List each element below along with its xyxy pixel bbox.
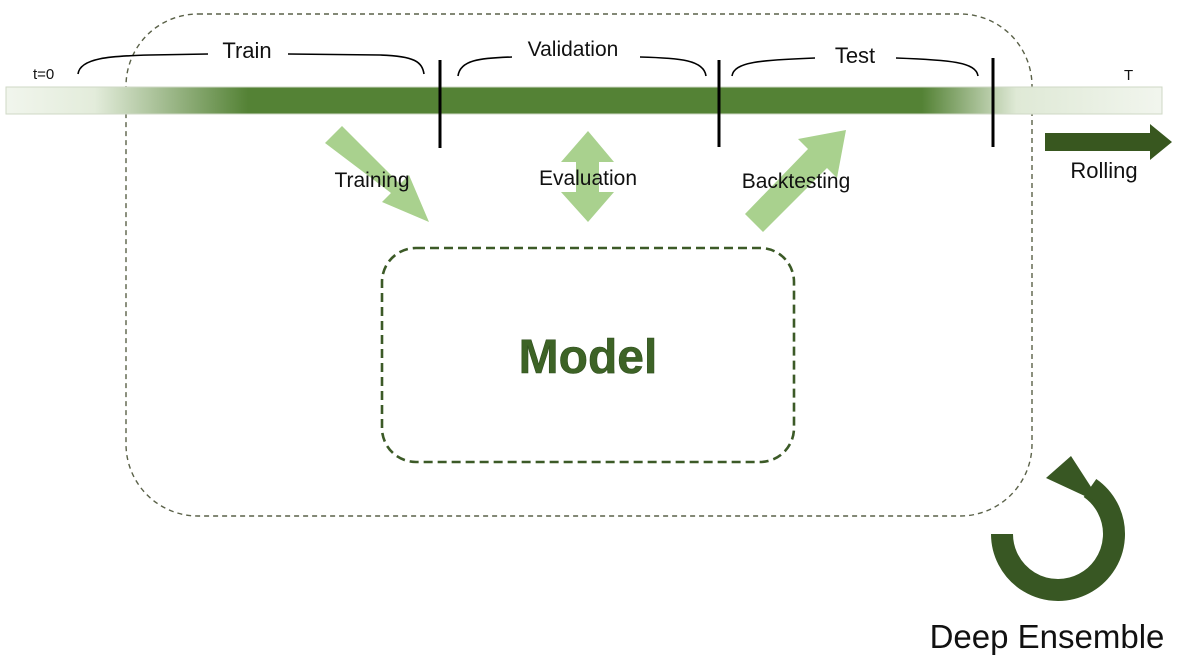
validation-brace bbox=[457, 56, 707, 77]
segment-label-test: Test bbox=[835, 43, 875, 68]
train-brace bbox=[77, 53, 425, 75]
backtesting-label: Backtesting bbox=[742, 170, 851, 193]
test-brace bbox=[731, 57, 979, 77]
model-box bbox=[380, 246, 796, 464]
ensemble-circular-arrow bbox=[991, 478, 1125, 601]
evaluation-arrow bbox=[561, 131, 614, 222]
timeline-end-label: T bbox=[1124, 67, 1133, 84]
timeline-start-label: t=0 bbox=[33, 66, 54, 83]
training-arrow bbox=[325, 126, 429, 222]
outer-dashed-frame bbox=[125, 13, 1033, 517]
backtesting-arrow bbox=[745, 130, 846, 232]
model-label: Model bbox=[519, 331, 658, 384]
rolling-label: Rolling bbox=[1070, 158, 1137, 183]
evaluation-label: Evaluation bbox=[539, 167, 637, 190]
ensemble-arrowhead bbox=[1046, 456, 1102, 504]
segment-label-train: Train bbox=[222, 38, 271, 63]
timeline-bar bbox=[5, 86, 1163, 115]
training-label: Training bbox=[334, 169, 409, 192]
segment-label-validation: Validation bbox=[528, 38, 619, 61]
ensemble-label: Deep Ensemble bbox=[930, 618, 1165, 655]
rolling-arrow bbox=[1045, 124, 1172, 160]
